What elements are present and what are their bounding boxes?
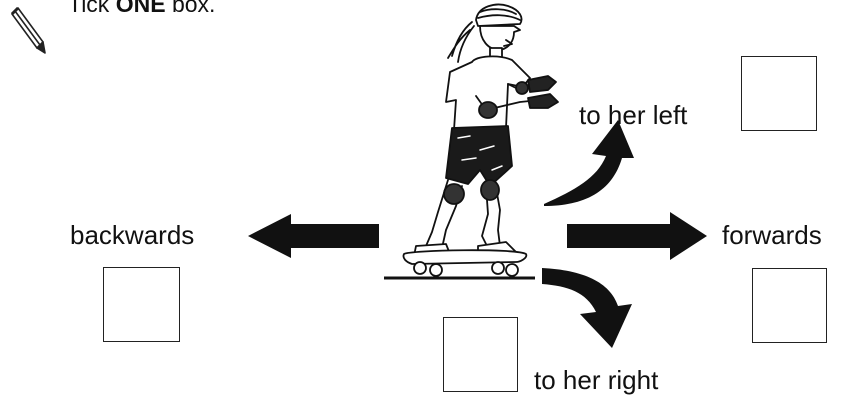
option-label-left: to her left: [579, 100, 687, 130]
option-label-backwards: backwards: [70, 220, 194, 250]
option-label-right: to her right: [534, 365, 658, 395]
backwards-arrow: [248, 214, 379, 258]
tickbox-to-her-right[interactable]: [443, 317, 518, 392]
left-turn-arrow: [544, 120, 634, 206]
tickbox-backwards[interactable]: [103, 267, 180, 342]
right-turn-arrow: [542, 268, 632, 348]
option-label-forwards: forwards: [722, 220, 822, 250]
tickbox-to-her-left[interactable]: [741, 56, 817, 131]
skateboarder-figure: [403, 5, 558, 276]
forwards-arrow: [567, 212, 707, 260]
tickbox-forwards[interactable]: [752, 268, 827, 343]
pencil-icon: [12, 8, 45, 53]
